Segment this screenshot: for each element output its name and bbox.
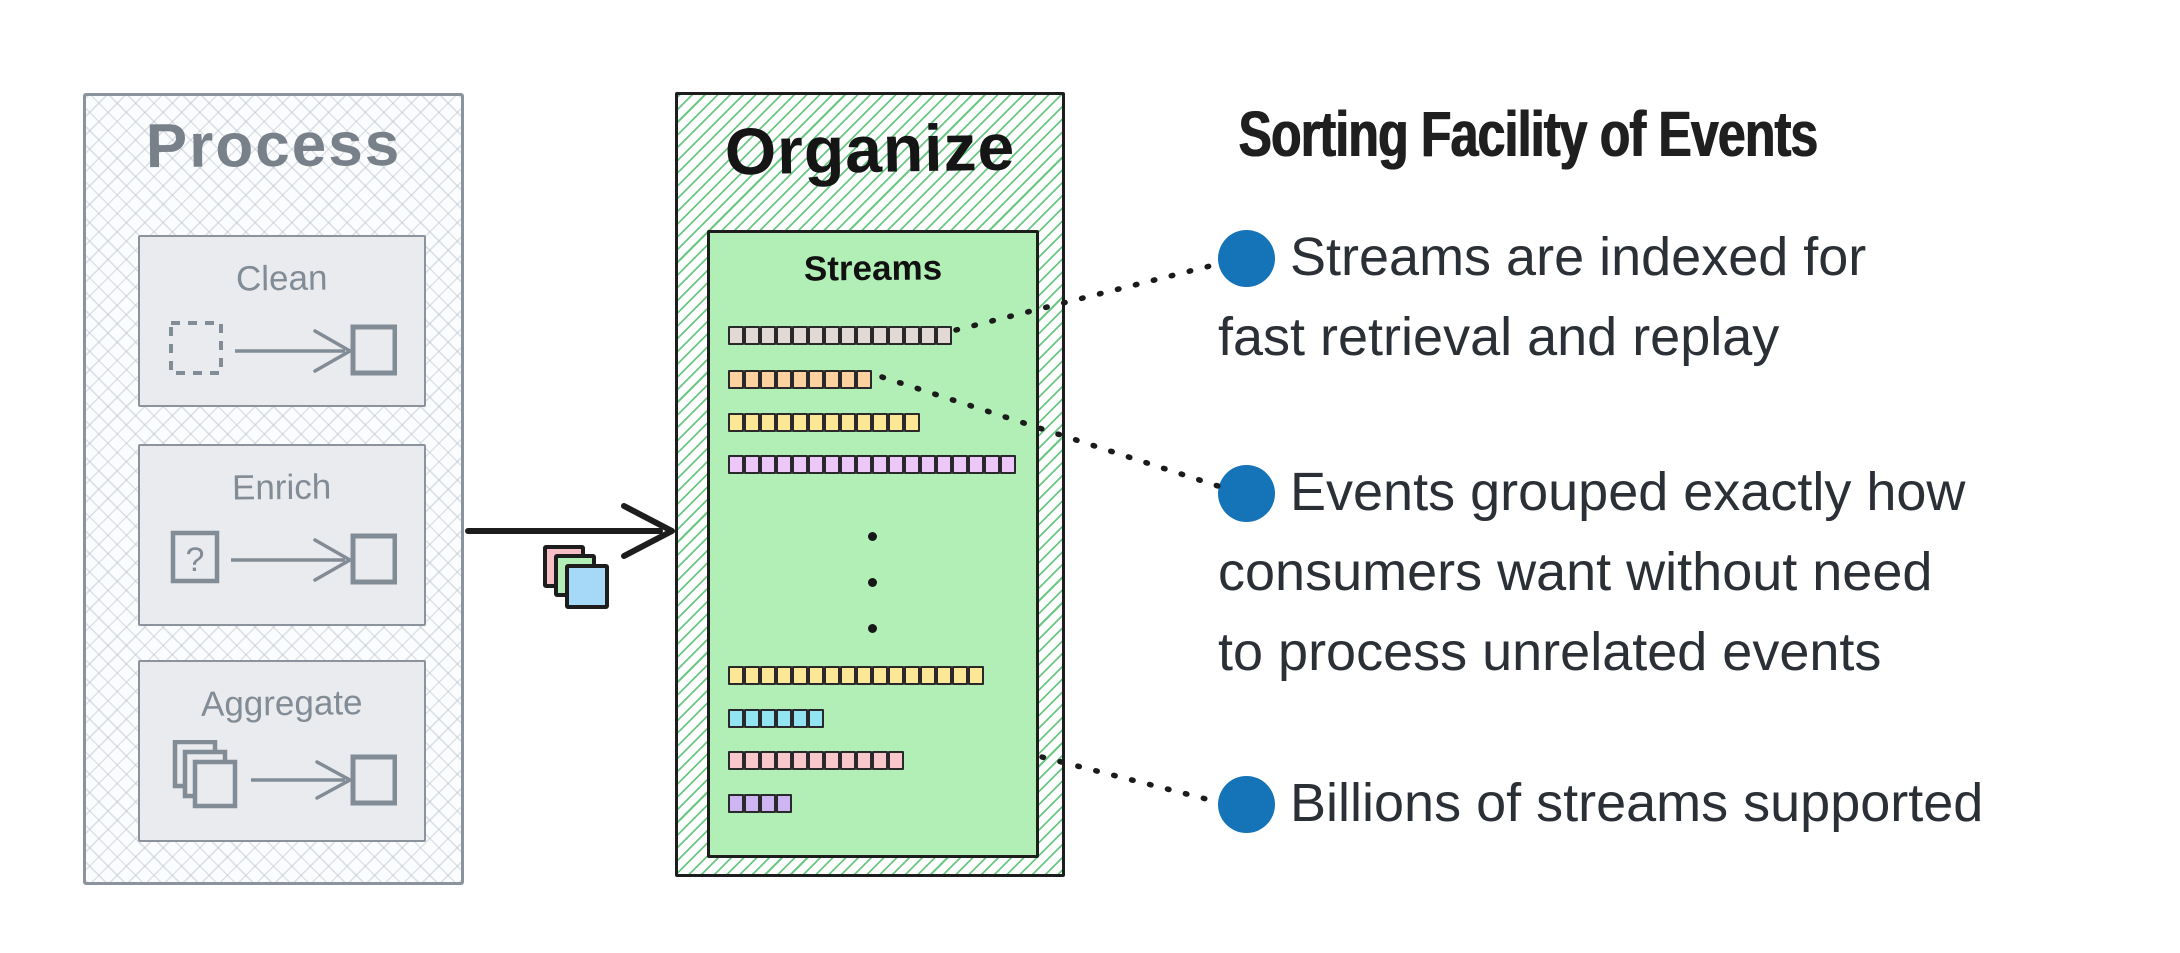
streams-box: Streams [707, 230, 1039, 858]
stream-row [728, 370, 872, 389]
svg-text:?: ? [186, 541, 205, 579]
organize-panel-title: Organize [724, 109, 1016, 189]
process-panel: Process Clean Enrich ? Aggregate [83, 93, 464, 885]
stage-aggregate-label: Aggregate [201, 683, 363, 724]
stage-clean-label: Clean [236, 258, 328, 299]
stream-row [728, 751, 904, 770]
bullet-item-billions: Billions of streams supported [1218, 763, 2148, 843]
stage-aggregate: Aggregate [138, 660, 426, 842]
process-panel-title: Process [145, 109, 402, 182]
dotted-connector-panel-to-bullet3 [1039, 754, 1221, 805]
blue-bullet-icon [1218, 230, 1275, 287]
bullet-item-indexed: Streams are indexed for fast retrieval a… [1218, 227, 1867, 367]
stage-clean: Clean [138, 235, 426, 407]
blue-bullet-icon [1218, 465, 1275, 522]
blue-bullet-icon [1218, 776, 1275, 833]
stacked-squares-arrow-square-icon [172, 740, 397, 809]
stream-row [728, 709, 824, 728]
stream-row [728, 794, 792, 813]
stream-row [728, 455, 1016, 474]
organize-panel: Organize Streams [675, 92, 1065, 877]
ellipsis-dot [868, 532, 877, 541]
stage-enrich: Enrich ? [138, 444, 426, 626]
bullet-item-grouped: Events grouped exactly how consumers wan… [1218, 462, 1966, 682]
stream-row [728, 413, 920, 432]
stage-enrich-label: Enrich [232, 467, 332, 508]
stream-row [728, 666, 984, 685]
page-title: Sorting Facility of Events [1238, 98, 1818, 170]
dashed-square-arrow-square-icon [169, 321, 397, 376]
ellipsis-dot [868, 624, 877, 633]
ellipsis-dot [868, 578, 877, 587]
streams-box-title: Streams [803, 248, 943, 289]
event-card-blue [565, 564, 609, 609]
stream-row [728, 326, 952, 345]
question-square-arrow-square-icon: ? [170, 530, 397, 585]
